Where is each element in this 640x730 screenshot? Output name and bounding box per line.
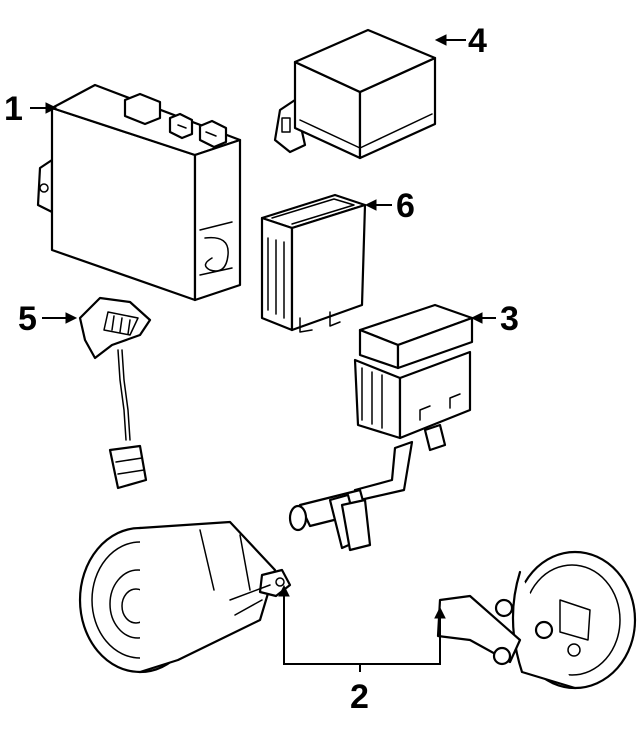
part-4-relay: [273, 28, 437, 160]
leader-lines: [30, 34, 496, 672]
callout-5: 5: [18, 300, 37, 338]
part-2-horn-left: [78, 520, 292, 674]
callout-2: 2: [350, 678, 369, 716]
part-6-relay: [260, 193, 367, 333]
callout-1: 1: [4, 90, 23, 128]
part-3-relay: [288, 303, 474, 552]
part-1-control-module: [36, 83, 242, 302]
callout-4: 4: [468, 22, 487, 60]
callout-3: 3: [500, 300, 519, 338]
part-5-sensor: [78, 296, 152, 490]
part-2-horn-right: [436, 550, 637, 690]
callout-6: 6: [396, 187, 415, 225]
